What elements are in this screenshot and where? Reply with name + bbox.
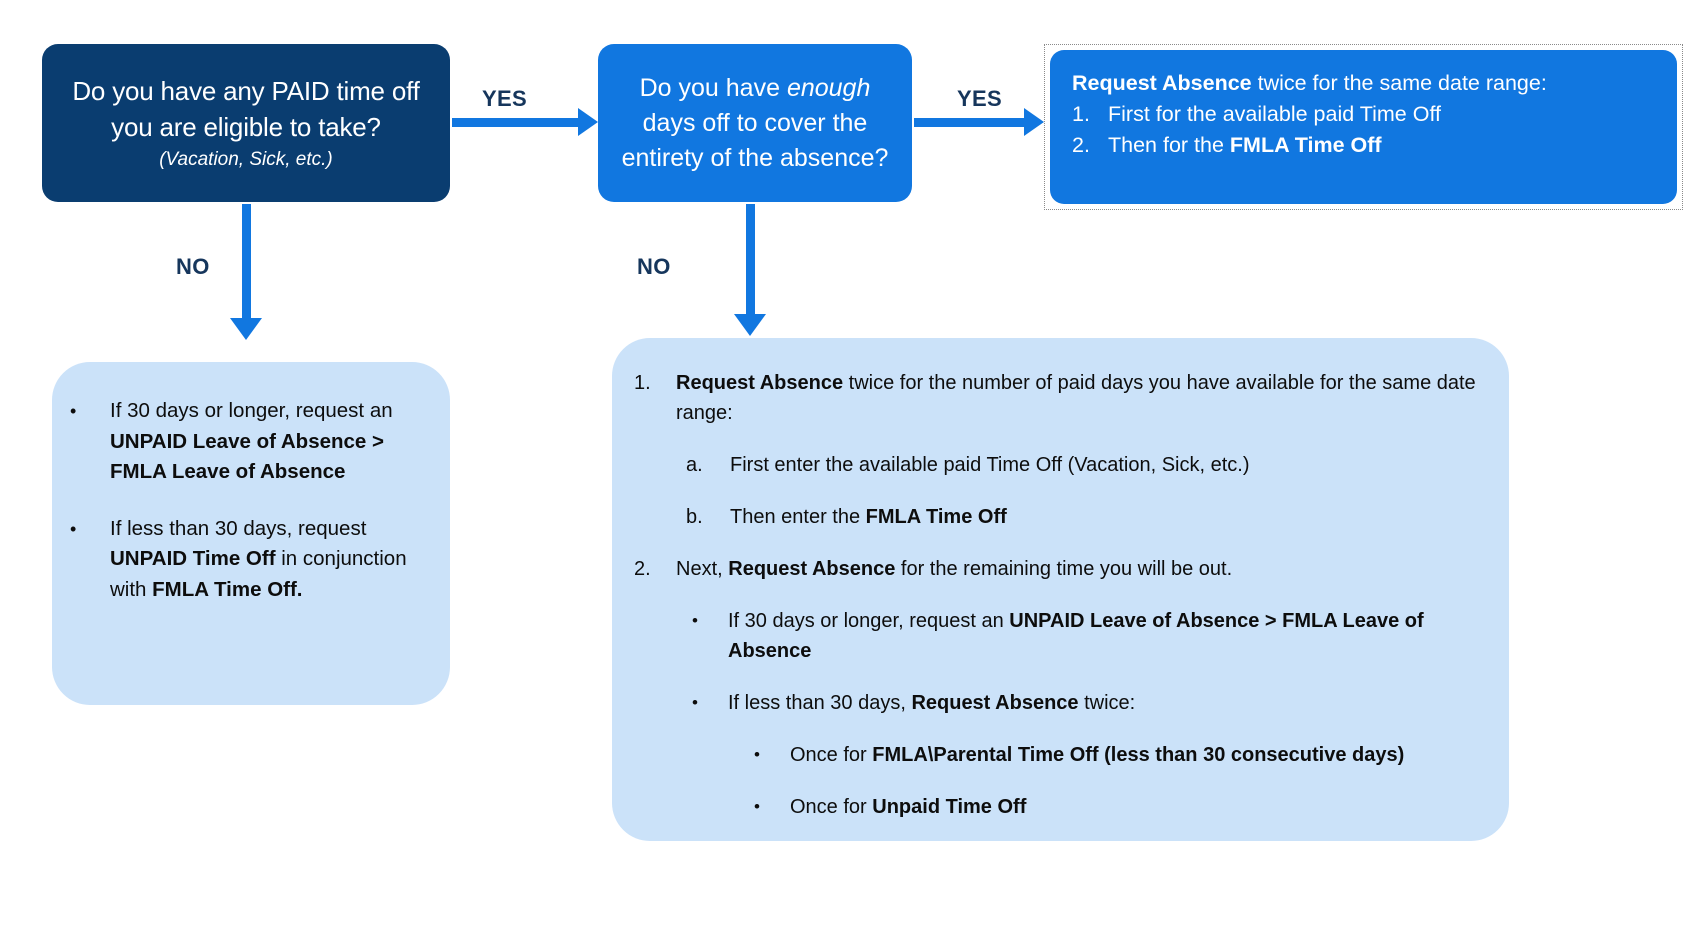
list-item-text: Then enter the FMLA Time Off [730, 502, 1485, 532]
arrow-yes-1-line [452, 118, 580, 127]
segment-bold: FMLA Time Off [865, 506, 1007, 528]
segment-plain: Once for [790, 796, 873, 818]
arrow-no-1-head [230, 318, 262, 340]
segment-bold: UNPAID Time Off [110, 547, 276, 570]
list-item-text: Once for FMLA\Parental Time Off (less th… [790, 740, 1485, 770]
result-box-item-2-bold: FMLA Time Off [1229, 133, 1382, 157]
decision-box-paid-time-off[interactable]: Do you have any PAID time off you are el… [42, 44, 450, 202]
list-item-text: If 30 days or longer, request an UNPAID … [110, 396, 424, 488]
arrow-yes-2-head [1024, 108, 1044, 136]
edge-label-no-2: NO [637, 254, 671, 279]
segment-plain: Once for [790, 744, 873, 766]
bullet-icon: • [70, 518, 77, 539]
arrow-no-2-line [746, 204, 755, 322]
list-item-text: First enter the available paid Time Off … [730, 454, 1250, 476]
segment-plain: If 30 days or longer, request an [728, 610, 1010, 632]
result-box-item-1-text: First for the available paid Time Off [1108, 102, 1441, 126]
list-item: • Once for Unpaid Time Off [754, 792, 1485, 822]
segment-plain-2: for the remaining time you will be out. [895, 558, 1233, 580]
list-item: • Once for FMLA\Parental Time Off (less … [754, 740, 1485, 770]
segment-bold: UNPAID Leave of Absence > FMLA Leave of … [728, 610, 1424, 662]
bullet-icon: • [692, 693, 698, 712]
list-marker: 2. [634, 558, 651, 580]
segment-plain: If 30 days or longer, request an [110, 399, 393, 422]
segment-plain-2: twice: [1078, 692, 1136, 714]
decision-box-enough-days-text: Do you have enough days off to cover the… [614, 71, 896, 176]
segment-plain-2: in conjunction with [110, 547, 407, 601]
bullet-icon: • [754, 797, 760, 816]
result-panel-no-paid-time-off[interactable]: • If 30 days or longer, request an UNPAI… [52, 362, 450, 705]
segment-plain: twice for the number of paid days you ha… [676, 372, 1476, 424]
list-marker: b. [686, 506, 703, 528]
decision-box-enough-days[interactable]: Do you have enough days off to cover the… [598, 44, 912, 202]
segment-bold: Request Absence [728, 558, 896, 580]
list-item: • If less than 30 days, request UNPAID T… [70, 514, 424, 606]
list-item-text: If 30 days or longer, request an UNPAID … [728, 606, 1485, 666]
result-box-request-absence-twice[interactable]: Request Absence twice for the same date … [1050, 50, 1677, 204]
list-marker: a. [686, 454, 703, 476]
list-item: • If 30 days or longer, request an UNPAI… [692, 606, 1485, 666]
result-box-heading-bold: Request Absence [1072, 71, 1252, 95]
arrow-yes-1-head [578, 108, 598, 136]
result-box-item-1: 1. First for the available paid Time Off [1072, 99, 1657, 130]
segment-bold: FMLA\Parental Time Off (less than 30 con… [872, 744, 1405, 766]
segment-bold-2: FMLA Time Off. [152, 577, 303, 601]
list-item-text: If less than 30 days, Request Absence tw… [728, 688, 1485, 718]
result-box-item-2-text: Then for the FMLA Time Off [1108, 130, 1382, 161]
list-item: • If less than 30 days, Request Absence … [692, 688, 1485, 718]
edge-label-yes-2: YES [957, 86, 1002, 111]
list-item: a. First enter the available paid Time O… [686, 450, 1485, 480]
result-box-item-2-number: 2. [1072, 133, 1090, 157]
segment-bold: UNPAID Leave of Absence > FMLA Leave of … [110, 429, 384, 484]
segment-plain: If less than 30 days, [728, 692, 912, 714]
list-item: b. Then enter the FMLA Time Off [686, 502, 1485, 532]
result-box-item-2: 2. Then for the FMLA Time Off [1072, 130, 1657, 161]
result-box-item-2-plain: Then for the [1108, 133, 1230, 157]
decision-box-paid-time-off-line1: Do you have any PAID time off you are el… [72, 75, 420, 142]
result-box-heading-rest: twice for the same date range: [1251, 71, 1547, 95]
q2-text-before: Do you have [639, 73, 787, 102]
result-panel-not-enough-days[interactable]: 1. Request Absence twice for the number … [612, 338, 1509, 841]
list-item-text: Next, Request Absence for the remaining … [676, 554, 1485, 584]
edge-label-no-1: NO [176, 254, 210, 279]
bullet-icon: • [754, 745, 760, 764]
q2-emphasis: enough [786, 73, 871, 102]
arrow-no-2-head [734, 314, 766, 336]
list-marker: 1. [634, 372, 651, 394]
result-box-item-1-number: 1. [1072, 102, 1090, 126]
segment-bold: Request Absence [676, 372, 844, 394]
selection-marquee: Request Absence twice for the same date … [1044, 44, 1683, 210]
arrow-yes-2-line [914, 118, 1026, 127]
edge-label-yes-1: YES [482, 86, 527, 111]
segment-bold: Unpaid Time Off [872, 796, 1027, 818]
segment-plain: Then enter the [730, 506, 866, 528]
segment-plain: If less than 30 days, request [110, 516, 367, 540]
q2-text-after: days off to cover the entirety of the ab… [621, 108, 889, 172]
segment-bold: Request Absence [911, 692, 1079, 714]
list-item-text: Request Absence twice for the number of … [676, 368, 1485, 428]
result-box-heading: Request Absence twice for the same date … [1072, 68, 1657, 99]
arrow-no-1-line [242, 204, 251, 324]
list-item: 2. Next, Request Absence for the remaini… [634, 554, 1485, 584]
bullet-icon: • [70, 401, 77, 421]
segment-plain: Next, [676, 558, 729, 580]
decision-box-paid-time-off-line2: (Vacation, Sick, etc.) [159, 148, 333, 170]
bullet-icon: • [692, 611, 698, 630]
list-item-text: Once for Unpaid Time Off [790, 792, 1485, 822]
list-item: 1. Request Absence twice for the number … [634, 368, 1485, 428]
list-item: • If 30 days or longer, request an UNPAI… [70, 396, 424, 488]
list-item-text: If less than 30 days, request UNPAID Tim… [110, 514, 424, 606]
